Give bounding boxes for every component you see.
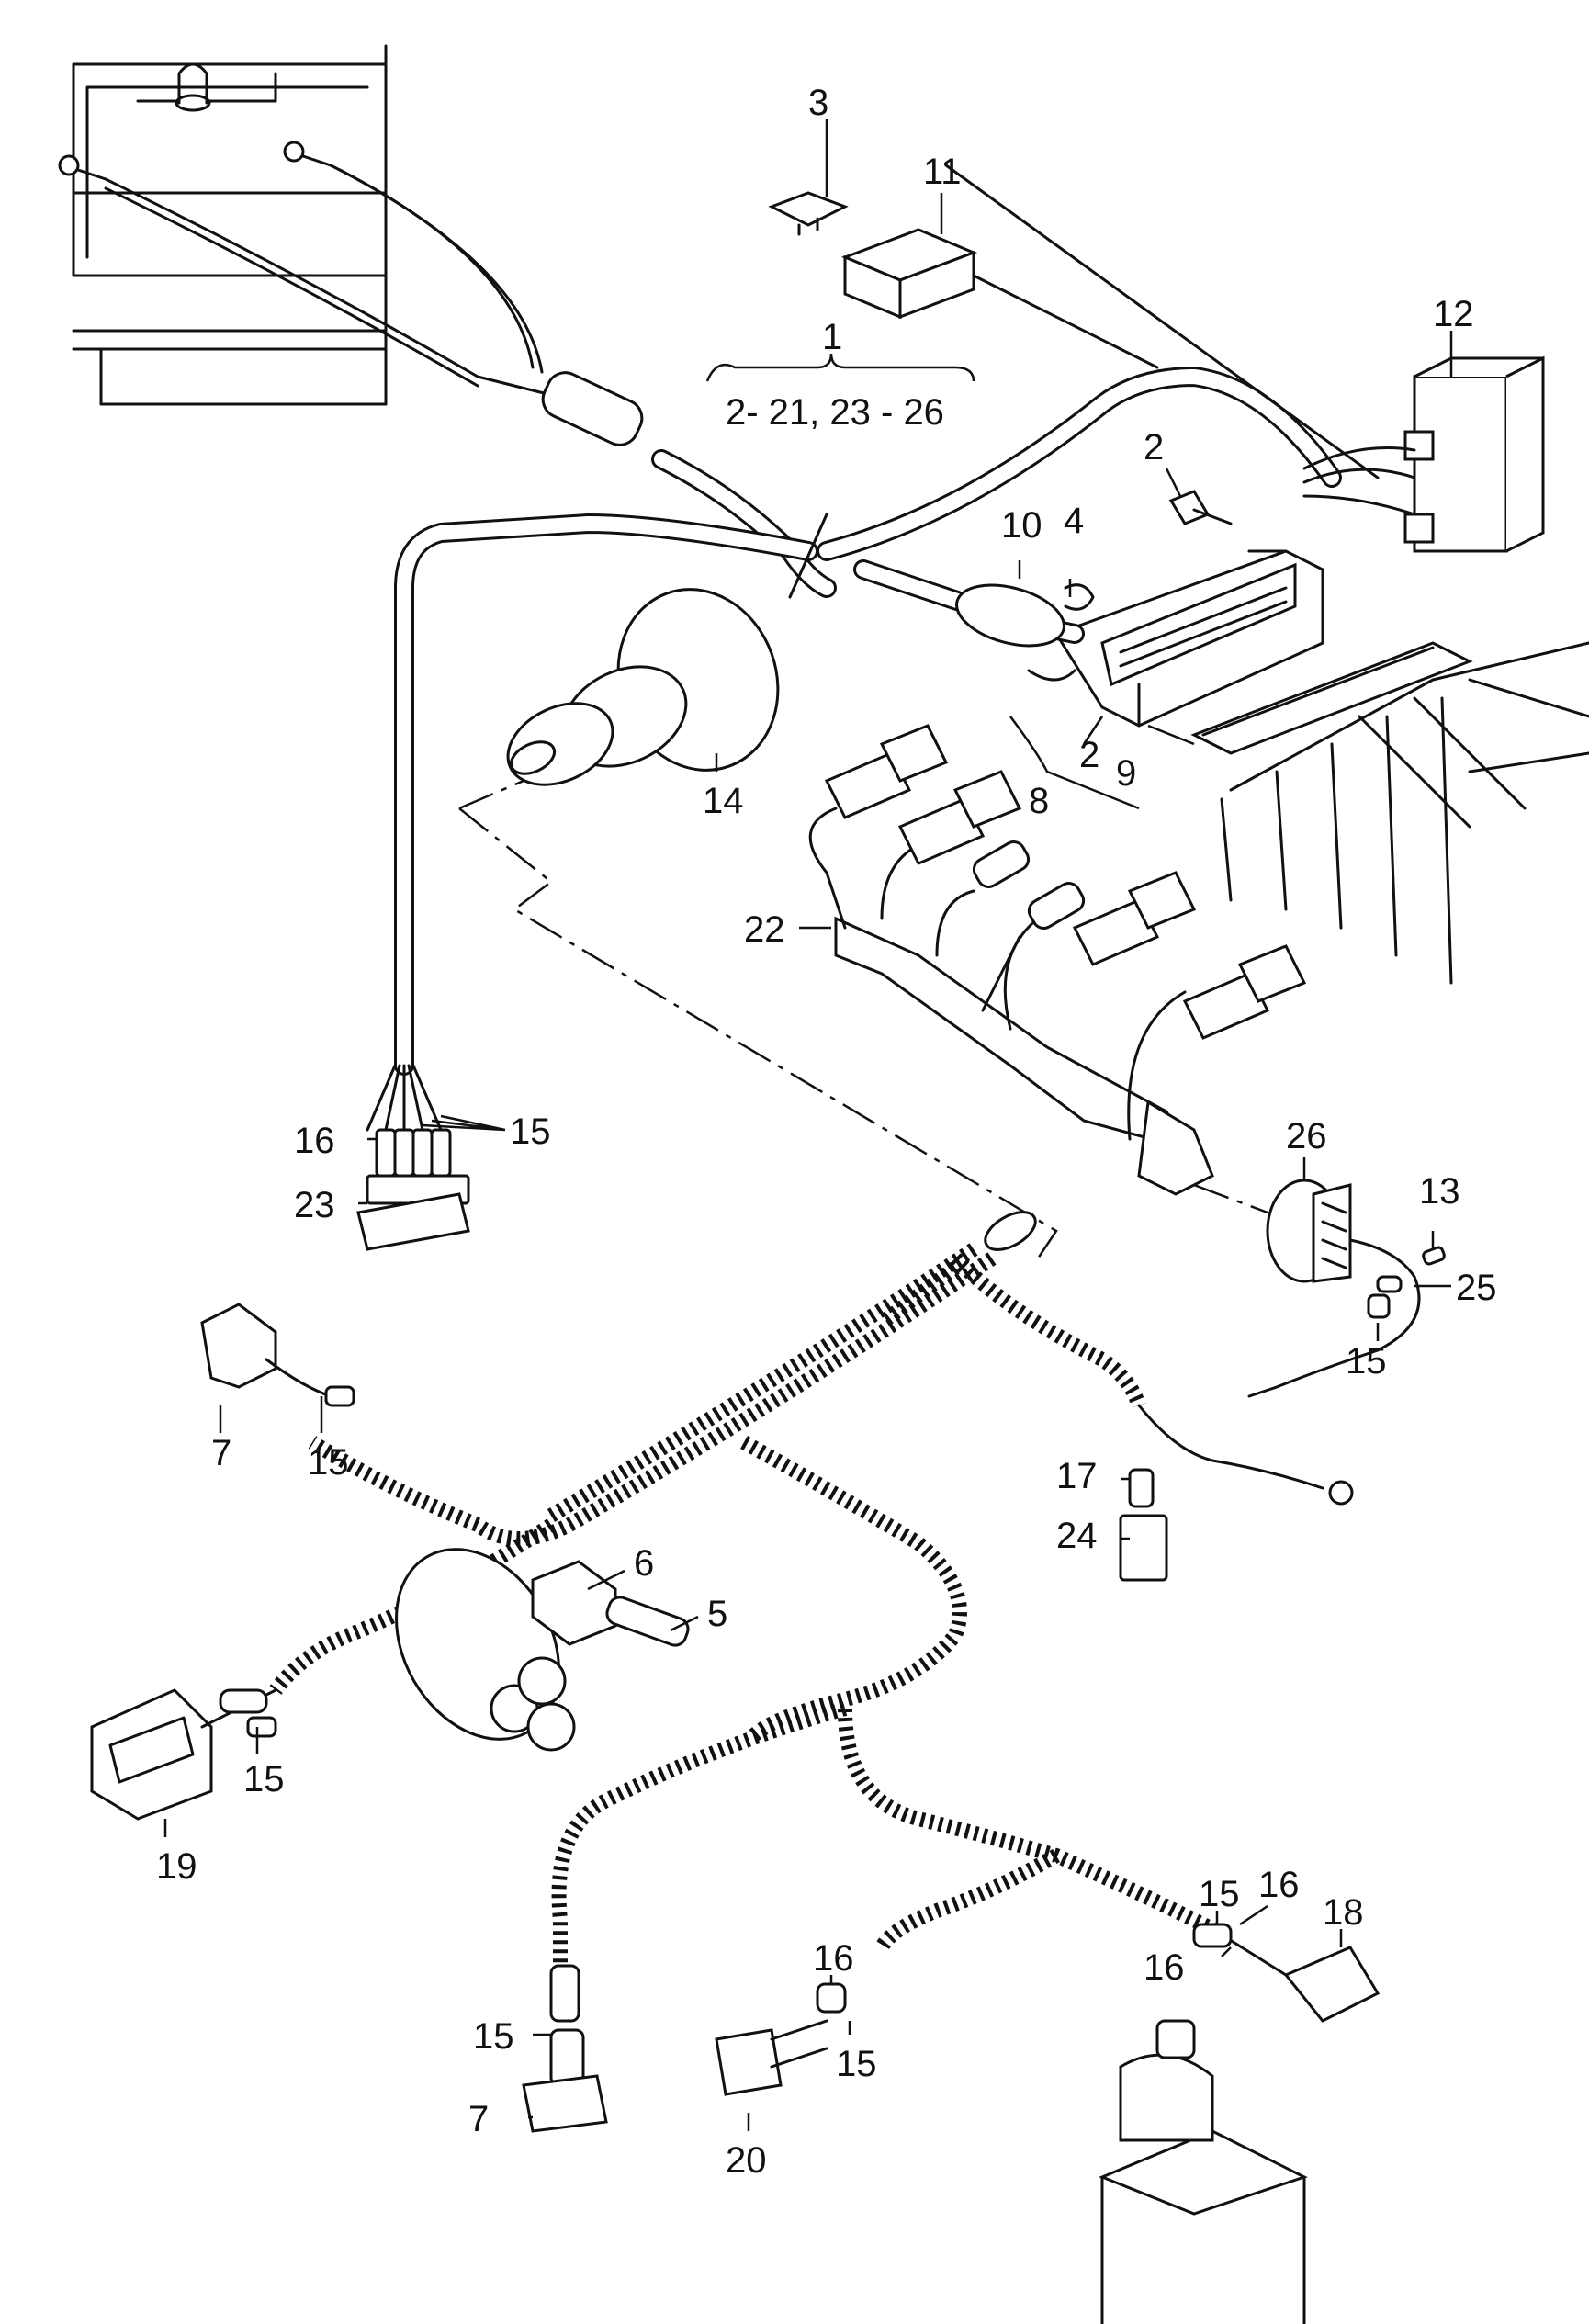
callout-15-upper-left: 15	[308, 1442, 349, 1483]
callout-16-connector-18-top: 16	[1258, 1865, 1300, 1905]
injector-plug-a	[824, 724, 949, 819]
terminal-15-right	[1367, 1293, 1391, 1319]
fuse-3	[768, 191, 849, 236]
callout-12: 12	[1433, 294, 1474, 334]
callout-15-left: 15	[510, 1111, 551, 1152]
assembly-lines	[458, 779, 1268, 1259]
connector-7-upper	[200, 1303, 355, 1407]
callout-4: 4	[1064, 501, 1084, 541]
callout-9: 9	[1116, 753, 1136, 794]
callout-25: 25	[1456, 1268, 1497, 1308]
connector-6	[531, 1560, 617, 1646]
callout-3: 3	[808, 83, 828, 123]
bolt-2	[1168, 490, 1233, 525]
terminal-25	[1376, 1275, 1403, 1293]
battery	[72, 44, 388, 406]
callout-2-ecu: 2	[1079, 735, 1099, 775]
connector-5	[605, 1596, 690, 1647]
ecu-control-unit	[1054, 549, 1324, 728]
callout-2-bolt: 2	[1144, 427, 1164, 468]
intake-manifold	[1220, 641, 1589, 985]
callout-10: 10	[1001, 505, 1042, 546]
callout-labels: 1 2- 21, 23 - 26 2 2 3 4 5 6 7 7 8 9 10 …	[156, 83, 1497, 2181]
callout-22: 22	[744, 909, 785, 950]
relay-block-12	[1302, 355, 1545, 553]
injector-harness-22	[808, 807, 1214, 1196]
sensor-plug-d	[1027, 882, 1086, 930]
callout-7-upper: 7	[211, 1433, 231, 1473]
callout-17: 17	[1056, 1456, 1098, 1496]
ecu-harness-sleeve	[853, 559, 1095, 682]
sensor-plug-c	[972, 840, 1031, 888]
leader-lines	[163, 119, 1453, 2131]
callout-16-left: 16	[294, 1121, 335, 1161]
main-harness	[394, 164, 1380, 1076]
callout-15-lower-left: 15	[473, 2016, 514, 2057]
callout-15-connector-19: 15	[243, 1759, 285, 1799]
callout-13: 13	[1419, 1171, 1460, 1212]
grommet-14	[506, 588, 780, 786]
connector-23	[356, 1064, 470, 1251]
callout-11: 11	[923, 152, 962, 192]
callout-14: 14	[703, 781, 744, 821]
callout-8: 8	[1029, 781, 1049, 821]
injector-plug-b	[897, 770, 1022, 865]
terminal-13	[1422, 1246, 1446, 1266]
ecu-gasket	[1190, 641, 1473, 755]
callout-1: 1	[822, 317, 842, 357]
battery-cables	[58, 141, 644, 446]
callout-19: 19	[156, 1846, 197, 1887]
connector-20	[715, 1982, 847, 2096]
injector-plug-e	[1072, 871, 1197, 966]
callout-15-connector-20: 15	[836, 2044, 877, 2084]
callout-15-connector-18: 15	[1199, 1874, 1240, 1914]
connector-19	[90, 1688, 277, 1821]
ignition-coil	[1099, 2019, 1308, 2324]
connector-24	[1119, 1468, 1168, 1582]
callout-24: 24	[1056, 1516, 1098, 1556]
callout-16-connector-20: 16	[813, 1938, 854, 1979]
relay-11	[840, 228, 1159, 369]
callout-7-lower: 7	[468, 2099, 489, 2139]
connector-18	[1192, 1923, 1381, 2023]
callout-5: 5	[707, 1594, 727, 1634]
distributor-cap	[395, 1548, 576, 1752]
connector-housing-26	[1247, 1179, 1421, 1398]
callout-16-connector-18-bottom: 16	[1144, 1947, 1185, 1988]
callout-18: 18	[1323, 1892, 1364, 1933]
callout-23: 23	[294, 1185, 335, 1225]
callout-1-range: 2- 21, 23 - 26	[726, 392, 944, 433]
connector-7-lower	[522, 1964, 608, 2133]
injector-plug-f	[1182, 944, 1307, 1040]
callout-6: 6	[634, 1543, 654, 1584]
callout-20: 20	[726, 2140, 767, 2181]
callout-26: 26	[1286, 1116, 1327, 1156]
callout-15-right: 15	[1346, 1341, 1387, 1382]
